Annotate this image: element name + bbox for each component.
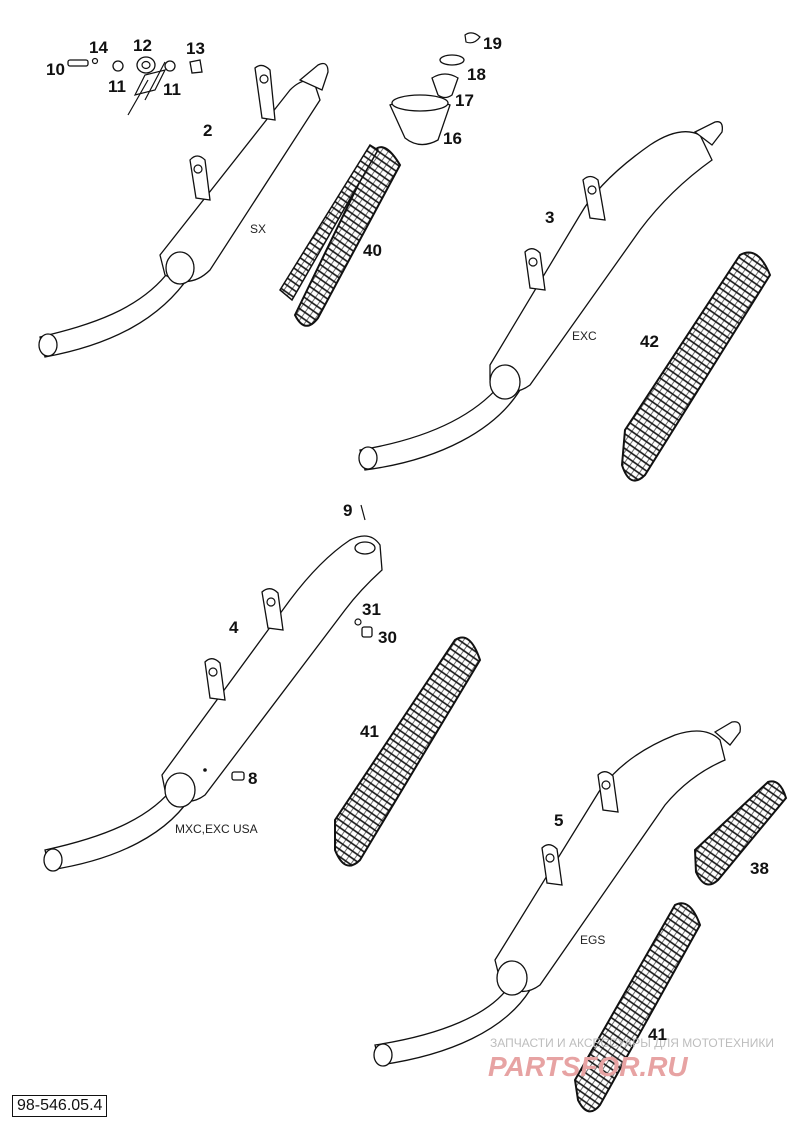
callout-packing-41-lower: 41 [648, 1025, 667, 1044]
callout-8: 8 [248, 769, 257, 788]
callout-17: 17 [455, 91, 474, 110]
callout-11-left: 11 [108, 77, 126, 96]
callout-18: 18 [467, 65, 486, 84]
callout-packing-38: 38 [750, 859, 769, 878]
callout-14: 14 [89, 38, 108, 57]
callout-30: 30 [378, 628, 397, 647]
document-number: 98-546.05.4 [12, 1095, 108, 1117]
muffler-egs [373, 721, 741, 1067]
muffler-exc [358, 121, 723, 471]
watermark-tagline: ЗАПЧАСТИ И АКСЕССУАРЫ ДЛЯ МОТОТЕХНИКИ [490, 1036, 774, 1050]
callout-31: 31 [362, 600, 381, 619]
callout-packing-40: 40 [363, 241, 382, 260]
callout-muffler-3: 3 [545, 208, 554, 227]
end-cap-group [389, 32, 481, 146]
variant-label-mxc-exc-usa: MXC,EXC USA [175, 822, 258, 836]
watermark-brand: PARTSFOR.RU [488, 1051, 688, 1082]
callout-13: 13 [186, 39, 205, 58]
packing-38 [693, 780, 788, 886]
variant-label-sx: SX [250, 222, 266, 236]
misc-fasteners [231, 504, 373, 781]
callout-12: 12 [133, 36, 152, 55]
callout-packing-42: 42 [640, 332, 659, 351]
variant-label-exc: EXC [572, 329, 597, 343]
callout-9: 9 [343, 501, 352, 520]
packing-40 [279, 143, 402, 327]
packing-41-upper [334, 636, 482, 867]
muffler-mxc-exc-usa [43, 535, 383, 872]
callout-19: 19 [483, 34, 502, 53]
muffler-sx [38, 62, 329, 358]
callout-muffler-2: 2 [203, 121, 212, 140]
callout-11-right: 11 [163, 80, 181, 99]
callout-10: 10 [46, 60, 65, 79]
mount-hardware-group [67, 56, 203, 116]
callout-muffler-4: 4 [229, 618, 239, 637]
packing-42 [620, 251, 772, 482]
variant-label-egs: EGS [580, 933, 605, 947]
callout-packing-41-upper: 41 [360, 722, 379, 741]
callout-muffler-5: 5 [554, 811, 563, 830]
callout-16: 16 [443, 129, 462, 148]
packing-41-lower [573, 902, 702, 1113]
